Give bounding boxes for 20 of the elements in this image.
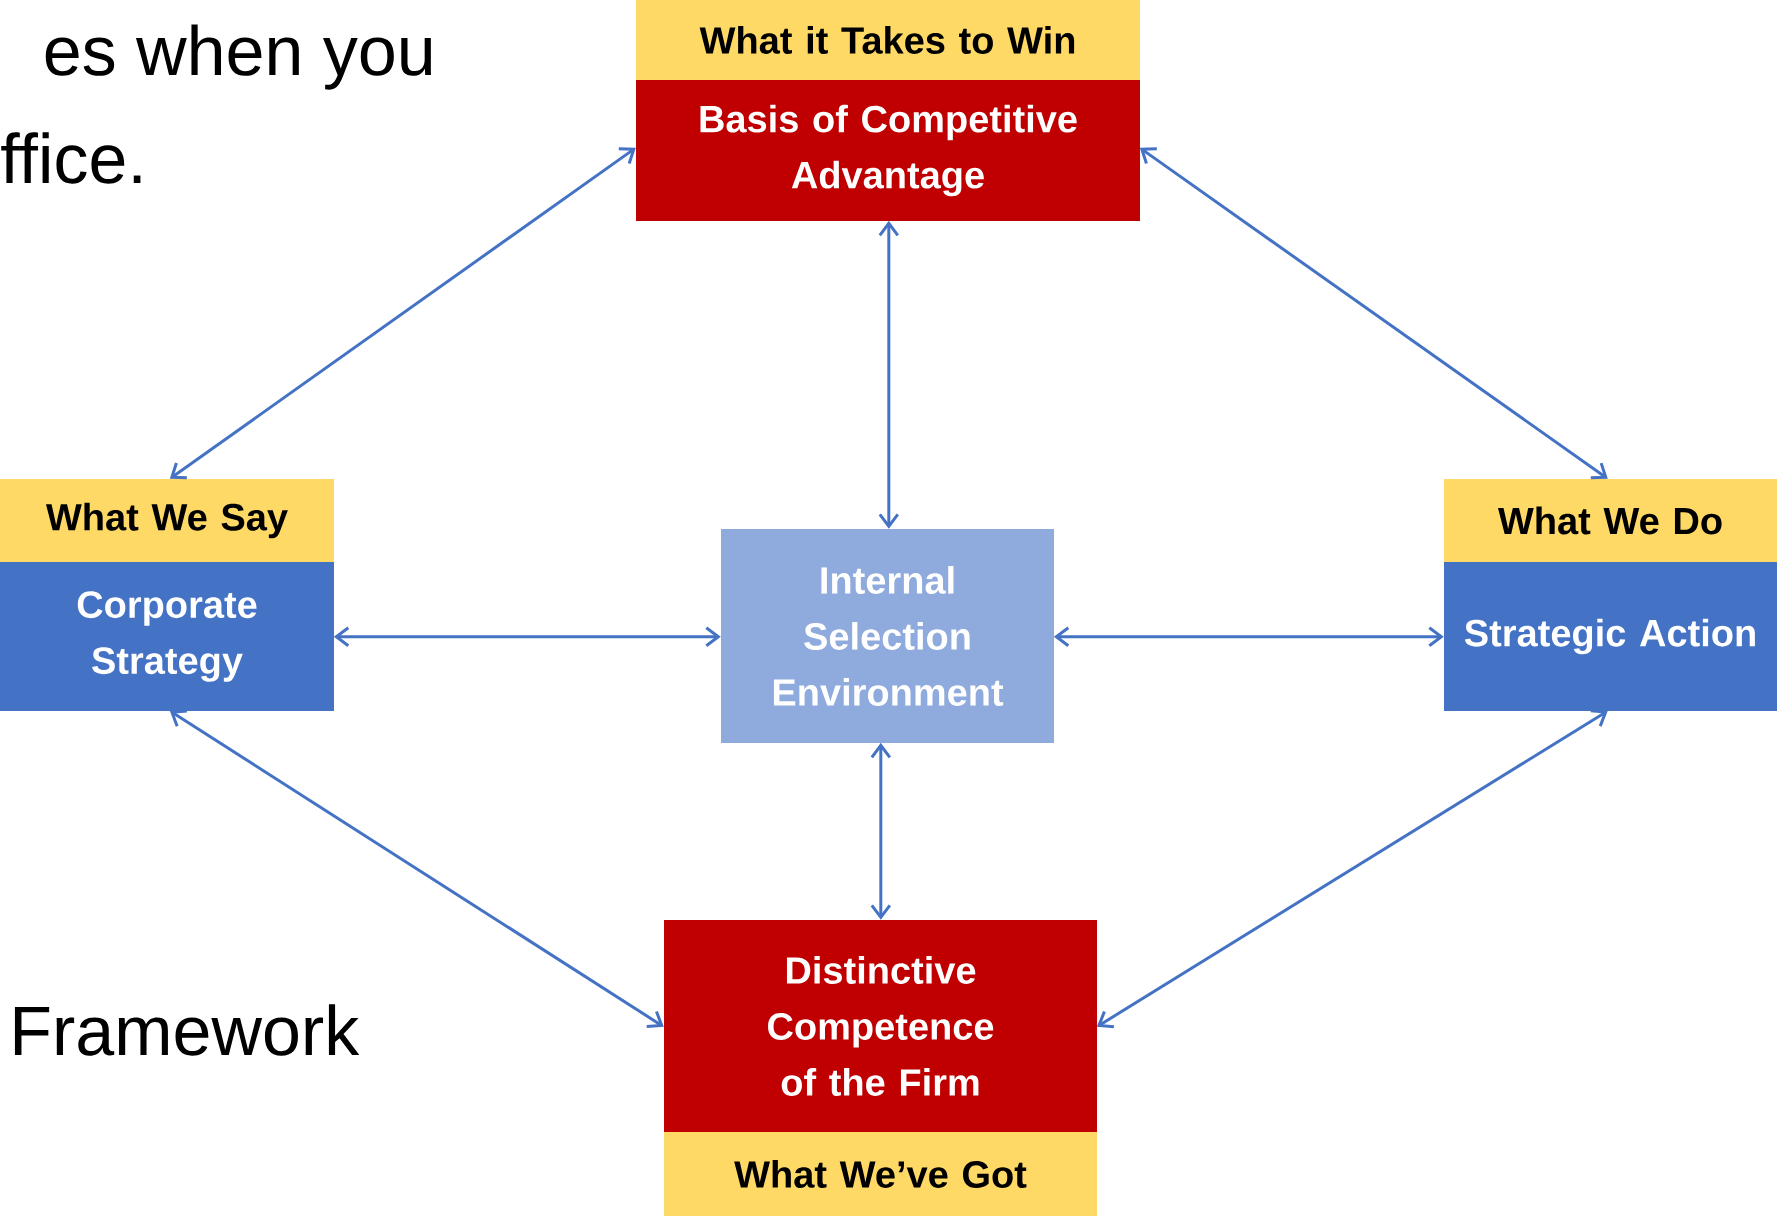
heading-band: What We’ve Got (664, 1132, 1097, 1216)
label-box: Basis of Competitive Advantage (636, 80, 1140, 221)
arrow (1096, 709, 1608, 1029)
slide-text: Framework (14, 1004, 360, 1056)
label-box: Strategic Action (1444, 562, 1777, 711)
arrow (878, 220, 899, 529)
slide-text: es when you (45, 24, 432, 90)
arrow (1139, 147, 1608, 480)
arrow (169, 709, 664, 1029)
slide-text: ffice. (1, 132, 141, 184)
label-box: Corporate Strategy (0, 562, 334, 711)
arrow (870, 742, 891, 920)
arrow (1053, 626, 1444, 647)
heading-band: What We Say (0, 479, 334, 562)
heading-band: What it Takes to Win (636, 0, 1140, 80)
arrow (333, 626, 721, 647)
arrow (169, 147, 636, 480)
label-box: Internal Selection Environment (721, 529, 1054, 743)
heading-band: What We Do (1444, 479, 1777, 562)
label-box: Distinctive Competence of the Firm (664, 920, 1097, 1132)
